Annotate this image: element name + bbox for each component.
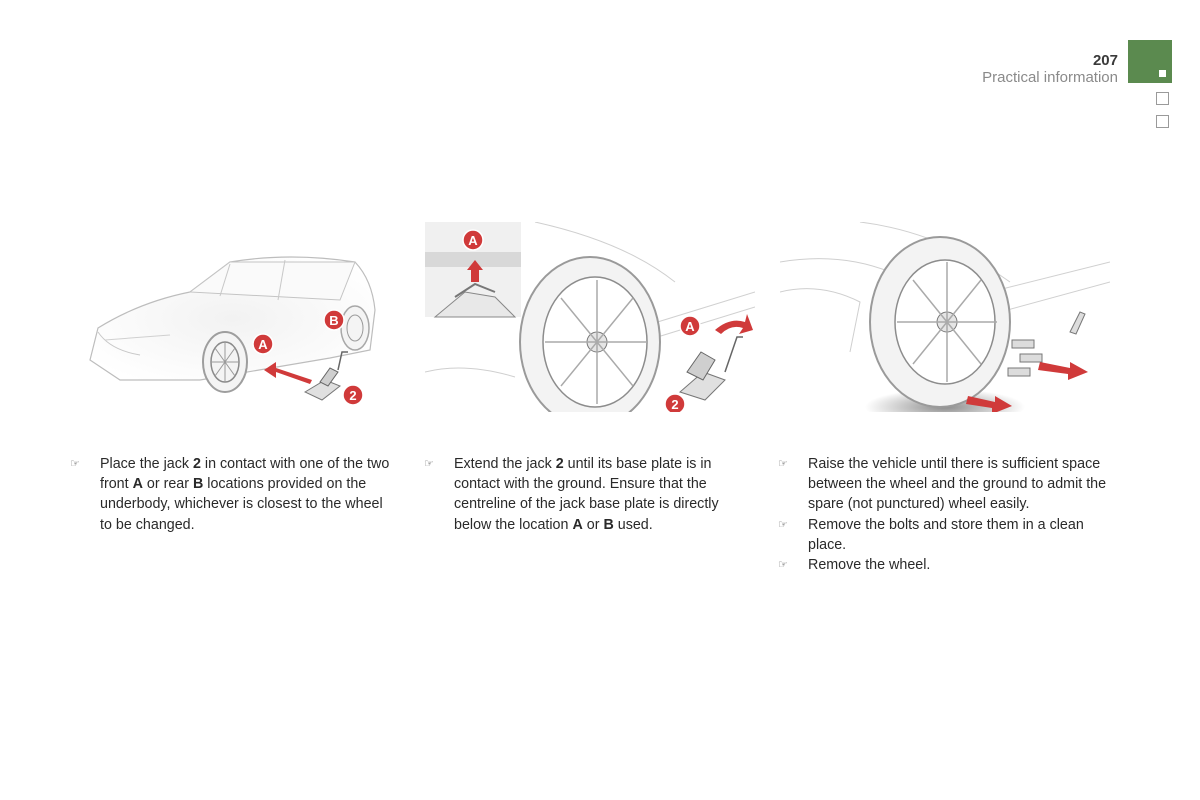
instruction-column-1: ☞ Place the jack 2 in contact with one o… (70, 454, 395, 535)
callout-a-icon: A (462, 229, 484, 251)
callout-2-icon: 2 (342, 384, 364, 406)
label-2: 2 (192, 456, 201, 472)
car-illustration: A B 2 (89, 256, 376, 406)
instruction-text: Extend the jack (454, 456, 556, 472)
instruction-text: in contact with one of the two front (100, 456, 390, 493)
instruction-column-2: ☞ Extend the jack 2 until its base plate… (424, 454, 749, 535)
callout-2-icon: 2 (664, 393, 686, 412)
instruction-text: Remove the bolts and store them in a cle… (808, 516, 1084, 553)
instruction-item: ☞ Extend the jack 2 until its base plate… (424, 454, 749, 535)
instruction-item: ☞ Raise the vehicle until there is suffi… (778, 454, 1113, 515)
figure-remove-wheel (780, 222, 1110, 412)
pointing-hand-icon: ☞ (70, 458, 80, 470)
label-b: B (603, 516, 614, 533)
callout-a-icon: A (679, 315, 701, 337)
instruction-column-3: ☞ Raise the vehicle until there is suffi… (778, 454, 1113, 575)
active-marker-icon (1159, 70, 1166, 77)
svg-text:A: A (685, 319, 695, 334)
pointing-hand-icon: ☞ (424, 458, 434, 470)
instruction-text: until its base plate is in contact with … (454, 456, 719, 533)
instruction-text: Remove the wheel. (808, 557, 931, 574)
section-tab-box (1156, 92, 1169, 105)
instruction-text: locations provided on the underbody, whi… (100, 476, 383, 533)
pointing-hand-icon: ☞ (778, 458, 788, 470)
section-tab-active (1128, 40, 1172, 83)
svg-text:A: A (258, 337, 268, 352)
instruction-item: ☞ Remove the bolts and store them in a c… (778, 515, 1113, 555)
label-b: B (192, 476, 204, 493)
pointing-hand-icon: ☞ (778, 559, 788, 572)
instruction-item: ☞ Remove the wheel. (778, 555, 1113, 575)
instruction-item: ☞ Place the jack 2 in contact with one o… (70, 454, 395, 535)
callout-b-icon: B (323, 309, 345, 331)
instruction-text: Raise the vehicle until there is suffici… (808, 456, 1107, 513)
callout-a-icon: A (252, 333, 274, 355)
instruction-text: Place the jack (100, 456, 193, 472)
pointing-hand-icon: ☞ (778, 518, 788, 531)
svg-text:B: B (329, 313, 338, 328)
wheel-removal-illustration (780, 222, 1110, 412)
section-title: Practical information (982, 69, 1118, 86)
page-number: 207 (1092, 52, 1118, 69)
figure-extend-jack: A A 2 (425, 222, 755, 412)
instruction-text: or rear (142, 476, 193, 493)
svg-text:2: 2 (671, 397, 678, 412)
section-tab-box (1156, 115, 1169, 128)
figure-car-jack-points: A B 2 (80, 240, 380, 415)
instruction-text: used. (613, 516, 653, 533)
label-a: A (132, 476, 143, 493)
svg-text:2: 2 (349, 388, 356, 403)
svg-text:A: A (468, 233, 478, 248)
label-a: A (572, 516, 583, 533)
label-2: 2 (555, 456, 564, 472)
instruction-text: or (582, 516, 604, 533)
jack-illustration: A A 2 (425, 222, 755, 412)
